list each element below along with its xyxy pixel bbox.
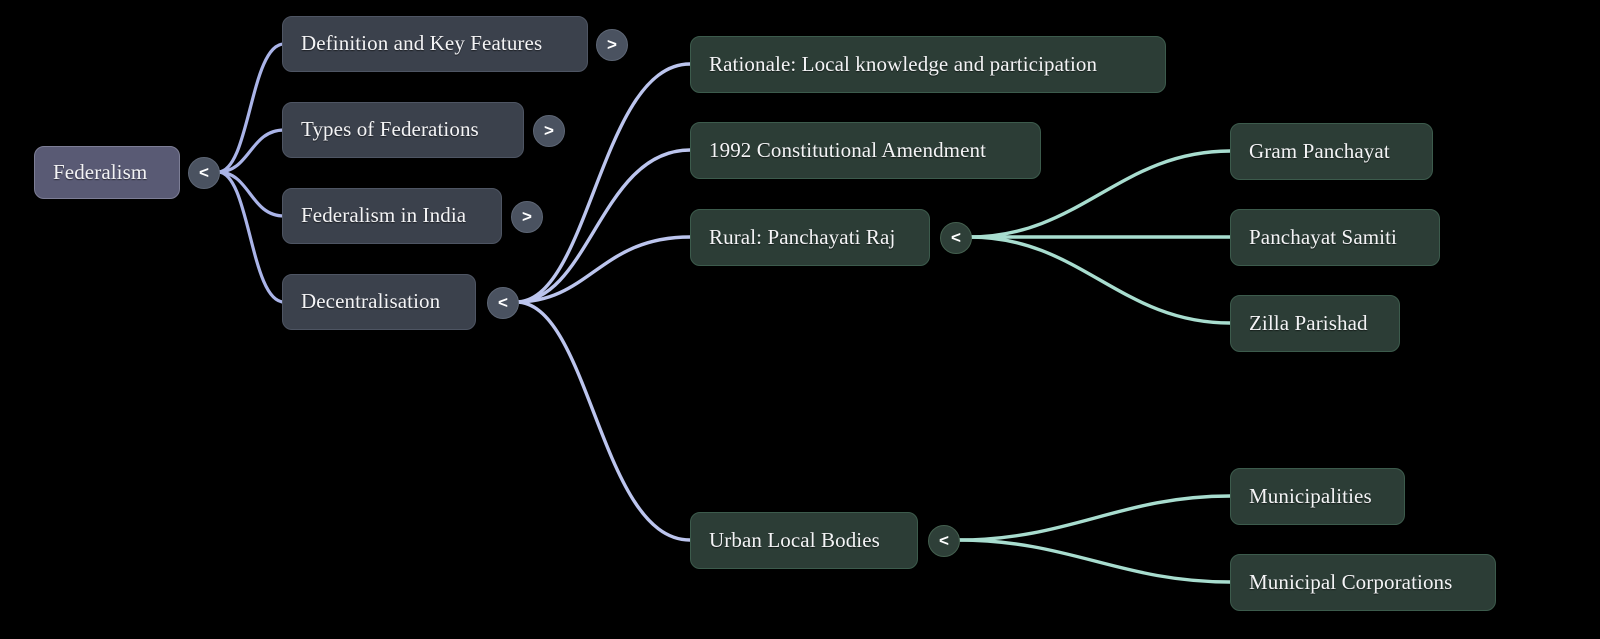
edge-decentralisation-rationale xyxy=(515,62,691,304)
edge-decentralisation-amendment xyxy=(515,148,691,304)
node-municipalities[interactable]: Municipalities xyxy=(1230,468,1405,525)
node-definition-and-key-features[interactable]: Definition and Key Features xyxy=(282,16,588,72)
edge-decentralisation-urban xyxy=(515,300,691,542)
node-gram-panchayat-label: Gram Panchayat xyxy=(1249,138,1390,163)
node-rationale-label: Rationale: Local knowledge and participa… xyxy=(709,51,1098,76)
chevron-left-icon: < xyxy=(199,162,209,182)
node-urban-local-bodies-label: Urban Local Bodies xyxy=(709,527,880,552)
node-rural-panchayati-raj-label: Rural: Panchayati Raj xyxy=(709,224,896,249)
toggle-decentralisation[interactable]: < xyxy=(487,287,519,319)
node-rationale[interactable]: Rationale: Local knowledge and participa… xyxy=(690,36,1166,93)
node-rural-panchayati-raj[interactable]: Rural: Panchayati Raj xyxy=(690,209,930,266)
toggle-types-of-federations[interactable]: > xyxy=(533,115,565,147)
toggle-federalism-in-india[interactable]: > xyxy=(511,201,543,233)
node-federalism-label: Federalism xyxy=(53,159,148,184)
edge-urban-municipal-corporations xyxy=(957,538,1231,584)
chevron-left-icon: < xyxy=(498,292,508,312)
chevron-left-icon: < xyxy=(939,530,949,550)
node-types-of-federations-label: Types of Federations xyxy=(301,117,479,142)
edge-root-definition xyxy=(217,42,285,174)
edge-rural-zilla-parishad xyxy=(969,235,1231,325)
node-panchayat-samiti[interactable]: Panchayat Samiti xyxy=(1230,209,1440,266)
edge-root-decentralisation xyxy=(217,170,285,304)
chevron-left-icon: < xyxy=(951,227,961,247)
node-municipal-corporations-label: Municipal Corporations xyxy=(1249,569,1453,594)
toggle-definition-and-key-features[interactable]: > xyxy=(596,29,628,61)
node-panchayat-samiti-label: Panchayat Samiti xyxy=(1249,224,1397,249)
node-definition-and-key-features-label: Definition and Key Features xyxy=(301,31,543,56)
node-federalism[interactable]: Federalism xyxy=(34,146,180,199)
node-zilla-parishad-label: Zilla Parishad xyxy=(1249,310,1368,335)
chevron-right-icon: > xyxy=(544,120,554,140)
node-1992-constitutional-amendment-label: 1992 Constitutional Amendment xyxy=(709,137,987,162)
toggle-urban-local-bodies[interactable]: < xyxy=(928,525,960,557)
node-zilla-parishad[interactable]: Zilla Parishad xyxy=(1230,295,1400,352)
node-1992-constitutional-amendment[interactable]: 1992 Constitutional Amendment xyxy=(690,122,1041,179)
edge-urban-municipalities xyxy=(957,494,1231,542)
edge-root-types xyxy=(217,128,285,174)
node-types-of-federations[interactable]: Types of Federations xyxy=(282,102,524,158)
node-municipalities-label: Municipalities xyxy=(1249,483,1372,508)
node-gram-panchayat[interactable]: Gram Panchayat xyxy=(1230,123,1433,180)
toggle-rural-panchayati-raj[interactable]: < xyxy=(940,222,972,254)
node-municipal-corporations[interactable]: Municipal Corporations xyxy=(1230,554,1496,611)
edge-decentralisation-rural xyxy=(515,235,691,304)
edge-root-india xyxy=(217,170,285,218)
node-federalism-in-india-label: Federalism in India xyxy=(301,203,467,228)
chevron-right-icon: > xyxy=(607,34,617,54)
node-urban-local-bodies[interactable]: Urban Local Bodies xyxy=(690,512,918,569)
node-decentralisation-label: Decentralisation xyxy=(301,289,441,314)
toggle-federalism[interactable]: < xyxy=(188,157,220,189)
chevron-right-icon: > xyxy=(522,206,532,226)
node-federalism-in-india[interactable]: Federalism in India xyxy=(282,188,502,244)
node-decentralisation[interactable]: Decentralisation xyxy=(282,274,476,330)
